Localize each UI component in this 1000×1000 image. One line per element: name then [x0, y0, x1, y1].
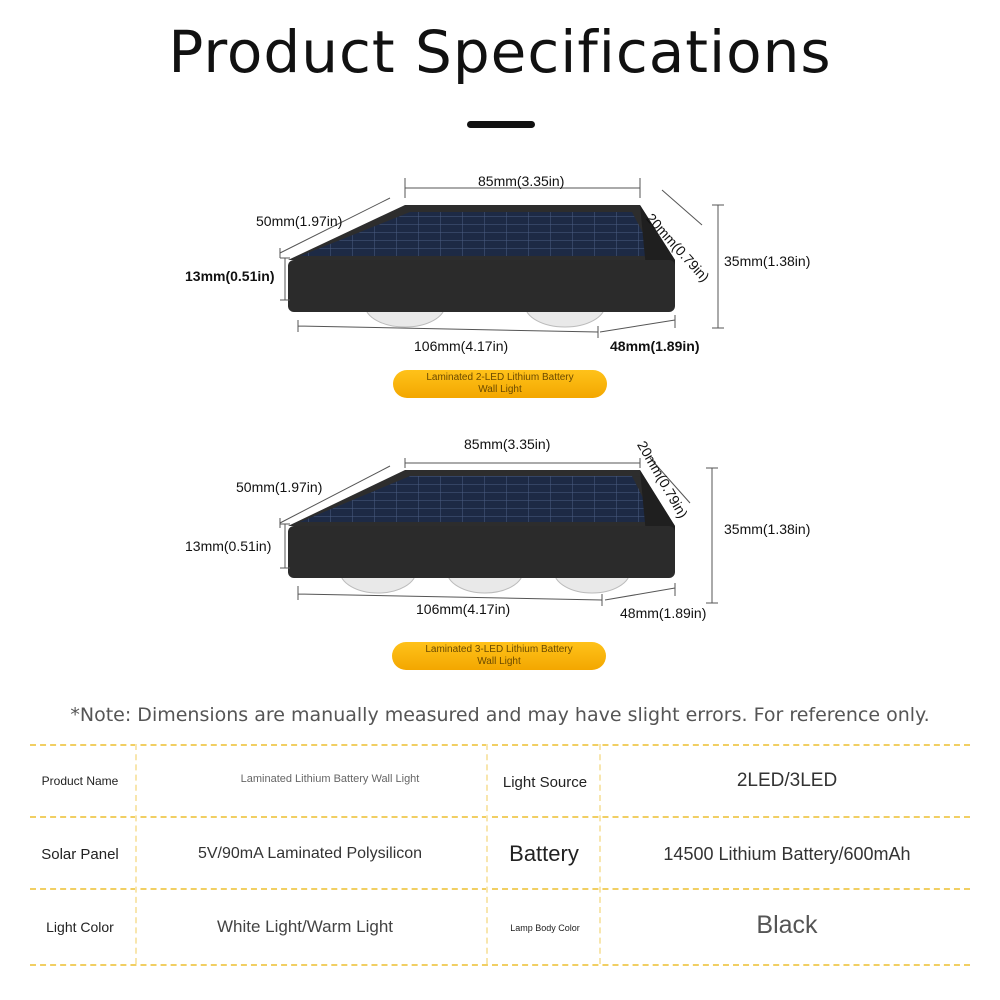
spec-value-product-name: Laminated Lithium Battery Wall Light: [240, 773, 420, 785]
spec-label-light-source: Light Source: [502, 773, 588, 791]
dim-bottom-depth: 48mm(1.89in): [610, 338, 700, 354]
table-divider: [30, 744, 970, 746]
solar-panel: [300, 476, 655, 522]
spec-label-lamp-body-color: Lamp Body Color: [510, 923, 580, 933]
dim-top-width: 85mm(3.35in): [464, 436, 551, 452]
title-underline: [467, 121, 535, 128]
product-diagram-2led: 85mm(3.35in) 20mm(0.79in) 50mm(1.97in) 1…: [0, 160, 1000, 420]
dim-left-depth: 50mm(1.97in): [236, 479, 323, 495]
spec-label-light-color: Light Color: [46, 919, 114, 935]
measurement-note: *Note: Dimensions are manually measured …: [70, 704, 930, 726]
dim-bottom-width: 106mm(4.17in): [414, 338, 509, 354]
solar-panel: [300, 212, 655, 256]
product-diagram-3led: 85mm(3.35in) 20mm(0.79in) 50mm(1.97in) 1…: [0, 428, 1000, 688]
dim-right-height: 35mm(1.38in): [724, 521, 811, 537]
spec-value-light-color: White Light/Warm Light: [216, 917, 394, 936]
lamp-illustration-2led: [279, 178, 724, 338]
lamp-front-face: [288, 260, 675, 312]
lamp-illustration-3led: [279, 457, 718, 606]
table-divider: [30, 964, 970, 966]
dim-left-height: 13mm(0.51in): [185, 268, 275, 284]
dim-left-depth: 50mm(1.97in): [256, 213, 343, 229]
table-divider: [30, 888, 970, 890]
dim-left-height: 13mm(0.51in): [185, 538, 272, 554]
table-col-divider: [135, 744, 137, 964]
page-title: Product Specifications: [168, 18, 832, 86]
dim-right-height: 35mm(1.38in): [724, 253, 811, 269]
spec-value-solar-panel: 5V/90mA Laminated Polysilicon: [197, 845, 423, 862]
spec-label-solar-panel: Solar Panel: [41, 845, 119, 863]
dim-bottom-depth: 48mm(1.89in): [620, 605, 707, 621]
product-badge-2led: Laminated 2-LED Lithium Battery Wall Lig…: [393, 370, 607, 398]
table-col-divider: [599, 744, 601, 964]
spec-label-battery: Battery: [509, 841, 579, 866]
badge-line1: Laminated 2-LED Lithium Battery: [426, 372, 574, 383]
spec-label-product-name: Product Name: [41, 774, 119, 788]
product-badge-3led: Laminated 3-LED Lithium Battery Wall Lig…: [392, 642, 606, 670]
dim-top-width: 85mm(3.35in): [478, 173, 565, 189]
badge-line2: Wall Light: [477, 656, 521, 667]
spec-value-light-source: 2LED/3LED: [736, 770, 838, 791]
dim-bottom-width: 106mm(4.17in): [416, 601, 511, 617]
badge-line2: Wall Light: [478, 384, 522, 395]
spec-value-lamp-body-color: Black: [756, 910, 818, 939]
table-col-divider: [486, 744, 488, 964]
table-divider: [30, 816, 970, 818]
badge-line1: Laminated 3-LED Lithium Battery: [425, 644, 573, 655]
spec-value-battery: 14500 Lithium Battery/600mAh: [663, 843, 911, 864]
lamp-front-face: [288, 526, 675, 578]
